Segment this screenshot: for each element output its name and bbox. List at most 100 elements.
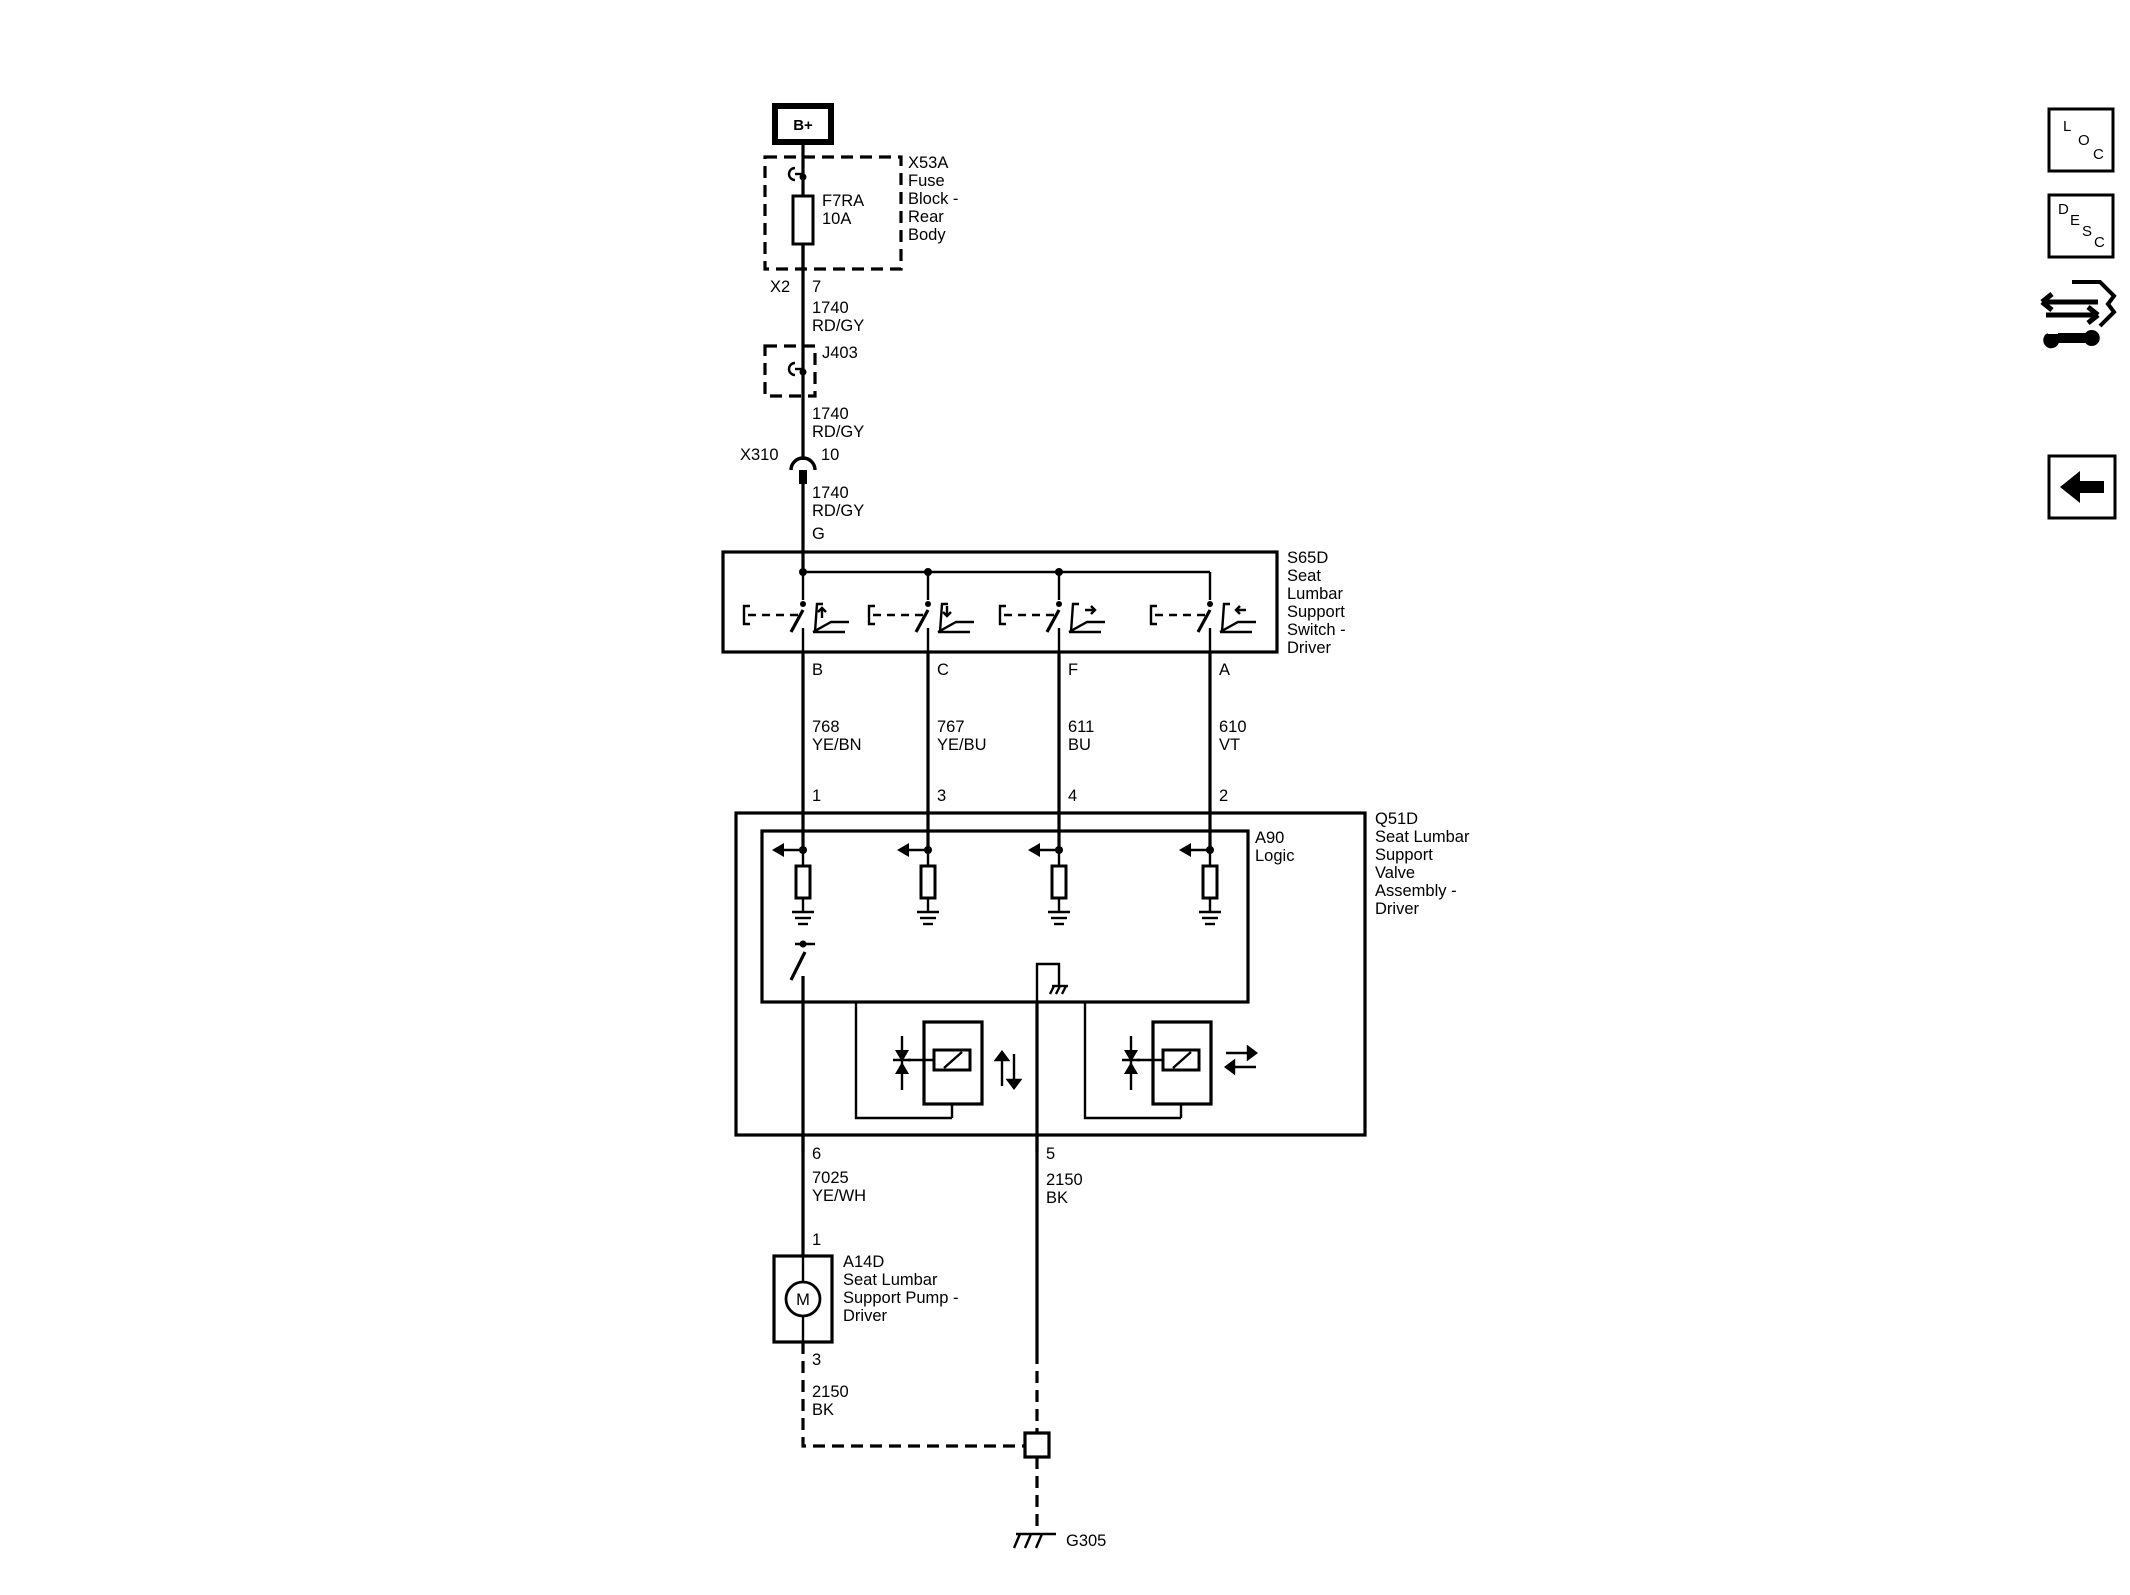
fuse-connector-label: X2: [770, 278, 790, 296]
switch-output-pin: B: [812, 661, 823, 679]
svg-text:L: L: [2063, 118, 2071, 135]
fuse-block-ref: X53A: [908, 154, 948, 172]
switch-input-pin: G: [812, 525, 825, 543]
fuse-block-name-line: Rear: [908, 208, 944, 226]
valve-input-pin: 3: [937, 787, 946, 805]
valve-name-line: Valve: [1375, 864, 1415, 882]
fuse-pin-label: 7: [812, 278, 821, 296]
wire-circuit-label: 768: [812, 718, 840, 736]
seat-lumbar-icon: [812, 602, 849, 634]
fuse-id: F7RA: [822, 192, 864, 210]
switch-name-line: Switch -: [1287, 621, 1346, 639]
wire-circuit-label: 2150: [812, 1383, 849, 1401]
pump-name-line: Seat Lumbar: [843, 1271, 938, 1289]
inline-connector-x310: X310 10: [740, 446, 839, 484]
wire-color-label: BU: [1068, 736, 1091, 754]
seat-lumbar-support-switch: S65D Seat Lumbar Support Switch - Driver: [721, 549, 1346, 657]
switch-output-pin: C: [937, 661, 949, 679]
pump-ref: A14D: [843, 1253, 884, 1271]
pump-ground-wire: [801, 1342, 1027, 1448]
connector-diagnostics-button[interactable]: [2040, 280, 2117, 349]
switch-contact: [998, 572, 1105, 652]
fuse-rating: 10A: [822, 210, 851, 228]
logic-module: [760, 829, 1250, 1004]
valve-name-line: Support: [1375, 846, 1433, 864]
back-button[interactable]: [2047, 454, 2117, 520]
solenoid-valve-2: [1083, 1002, 1258, 1120]
wire-color-label: VT: [1219, 736, 1240, 754]
wire-color-label: RD/GY: [812, 423, 864, 441]
pump-name-line: Support Pump -: [843, 1289, 959, 1307]
description-button[interactable]: D E S C: [2047, 193, 2115, 259]
arrow-down-icon: [1005, 1054, 1023, 1090]
inline-connector-id: X310: [740, 446, 779, 464]
switch-output-pin: A: [1219, 661, 1230, 679]
arrow-right-icon: [1226, 1044, 1258, 1062]
valve-input-pin: 2: [1219, 787, 1228, 805]
wire-color-label: YE/WH: [812, 1187, 866, 1205]
wire-circuit-label: 7025: [812, 1169, 849, 1187]
valve-ground-pin: 5: [1046, 1145, 1055, 1163]
switch-contact: [867, 572, 974, 652]
svg-text:E: E: [2070, 212, 2080, 229]
svg-text:C: C: [2093, 146, 2104, 163]
switch-name-line: Driver: [1287, 639, 1332, 657]
seat-lumbar-pump: 1 M A14D Seat Lumbar Support Pump - Driv…: [772, 1231, 959, 1369]
switch-contact: [1149, 572, 1256, 652]
valve-icon: [895, 1050, 909, 1074]
pump-driver-switch: [789, 940, 815, 1152]
inline-connector-pin: 10: [821, 446, 839, 464]
fuse-icon: [791, 194, 815, 246]
valve-icon: [1124, 1050, 1138, 1074]
wire-color-label: BK: [1046, 1189, 1068, 1207]
valve-name-line: Seat Lumbar: [1375, 828, 1470, 846]
connector-wrench-icon: [2040, 280, 2117, 349]
fuse-block-name-line: Block -: [908, 190, 958, 208]
pump-pin-bottom: 3: [812, 1351, 821, 1369]
seat-lumbar-icon: [1068, 602, 1105, 634]
valve-output-pin: 6: [812, 1145, 821, 1163]
input-pullup-circuit: [1179, 843, 1221, 926]
wire-circuit-label: 767: [937, 718, 965, 736]
wire-color-label: RD/GY: [812, 502, 864, 520]
svg-text:O: O: [2078, 132, 2090, 149]
switch-ref: S65D: [1287, 549, 1328, 567]
valve-name-line: Assembly -: [1375, 882, 1457, 900]
valve-input-pin: 1: [812, 787, 821, 805]
switch-output-pin: F: [1068, 661, 1078, 679]
arrow-up-icon: [993, 1050, 1011, 1086]
resistor-icon: [794, 864, 812, 900]
logic-name: Logic: [1255, 847, 1294, 865]
valve-input-pin: 4: [1068, 787, 1077, 805]
ground-splice: [1023, 1431, 1051, 1459]
wire-circuit-label: 610: [1219, 718, 1247, 736]
pump-name-line: Driver: [843, 1307, 888, 1325]
resistor-icon: [1050, 864, 1068, 900]
splice-id: J403: [822, 344, 858, 362]
back-arrow-icon: [2060, 471, 2104, 503]
wire-circuit-label: 1740: [812, 484, 849, 502]
switch-contact: [742, 572, 849, 652]
wire-circuit-label: 2150: [1046, 1171, 1083, 1189]
svg-text:C: C: [2094, 234, 2105, 251]
valve-ref: Q51D: [1375, 810, 1418, 828]
resistor-icon: [1201, 864, 1219, 900]
seat-lumbar-valve-assembly: A90 Logic: [734, 810, 1470, 1152]
solenoid-valve-1: [854, 1002, 1023, 1120]
switch-name-line: Seat: [1287, 567, 1321, 585]
input-pullup-circuit: [897, 843, 939, 926]
switch-name-line: Support: [1287, 603, 1345, 621]
battery-positive-terminal: B+: [772, 103, 834, 145]
wire-circuit-label: 1740: [812, 299, 849, 317]
input-pullup-circuit: [1028, 843, 1070, 926]
ground-g305: G305: [1012, 1532, 1106, 1550]
wire-circuit-label: 1740: [812, 405, 849, 423]
fuse-block-name-line: Body: [908, 226, 946, 244]
ground-id: G305: [1066, 1532, 1106, 1550]
location-button[interactable]: L O C: [2047, 107, 2115, 173]
motor-symbol: M: [796, 1291, 810, 1309]
input-pullup-circuit: [772, 843, 814, 926]
wire-color-label: BK: [812, 1401, 834, 1419]
pump-pin-top: 1: [812, 1231, 821, 1249]
